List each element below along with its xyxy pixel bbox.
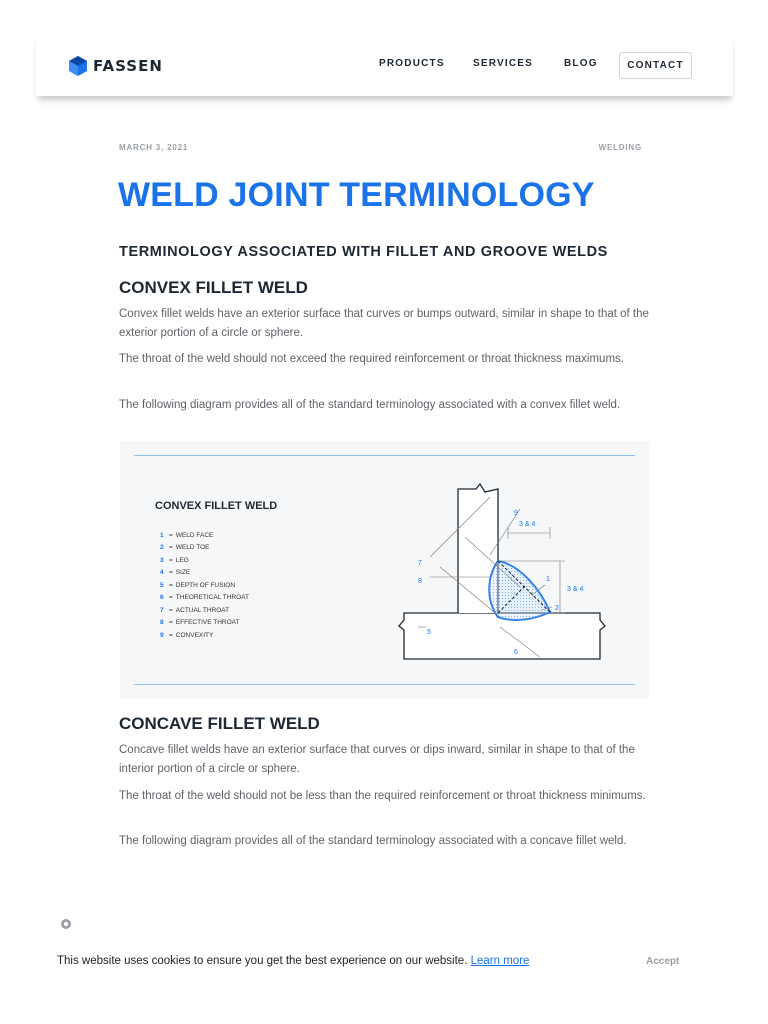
- figure-legend: 1=WELD FACE 2=WELD TOE 3=LEG 4=SIZE 5=DE…: [160, 529, 249, 642]
- logo-text: FASSEN: [93, 57, 163, 75]
- callout-3-4-side: 3 & 4: [567, 586, 583, 593]
- legend-item: 9=CONVEXITY: [160, 631, 214, 639]
- post-date: MARCH 3, 2021: [119, 143, 189, 152]
- convex-paragraph-3: The following diagram provides all of th…: [119, 399, 621, 411]
- cookie-consent-icon[interactable]: [60, 918, 72, 930]
- legend-item: 3=LEG: [160, 556, 189, 564]
- logo[interactable]: FASSEN: [68, 55, 163, 77]
- legend-item: 4=SIZE: [160, 569, 191, 577]
- legend-item: 6=THEORETICAL THROAT: [160, 594, 249, 602]
- concave-paragraph-1: Concave fillet welds have an exterior su…: [119, 744, 635, 775]
- concave-paragraph-2: The throat of the weld should not be les…: [119, 790, 646, 802]
- concave-heading: CONCAVE FILLET WELD: [119, 714, 320, 733]
- callout-8: 8: [418, 578, 422, 585]
- legend-item: 2=WELD TOE: [160, 544, 210, 552]
- convex-fillet-weld-diagram: CONVEX FILLET WELD 1=WELD FACE 2=WELD TO…: [120, 441, 649, 699]
- callout-5: 5: [427, 629, 431, 636]
- callout-6: 6: [514, 649, 518, 656]
- weld-bead: [488, 559, 552, 621]
- convex-paragraph-1: Convex fillet welds have an exterior sur…: [119, 308, 649, 339]
- convex-heading: CONVEX FILLET WELD: [119, 278, 308, 297]
- concave-paragraph-3: The following diagram provides all of th…: [119, 835, 627, 847]
- callout-7: 7: [418, 560, 422, 567]
- page-subtitle: TERMINOLOGY ASSOCIATED WITH FILLET AND G…: [119, 244, 608, 260]
- nav-products[interactable]: PRODUCTS: [379, 58, 445, 69]
- legend-item: 7=ACTUAL THROAT: [160, 606, 230, 614]
- contact-button[interactable]: CONTACT: [619, 52, 692, 79]
- post-category[interactable]: WELDING: [598, 143, 642, 152]
- learn-more-link[interactable]: Learn more: [470, 955, 530, 967]
- base-plate: [398, 612, 606, 660]
- callout-3-4-top: 3 & 4: [519, 521, 535, 528]
- legend-item: 8=EFFECTIVE THROAT: [160, 619, 240, 627]
- logo-hexagon-icon: [69, 56, 87, 76]
- figure-top-rule: [134, 455, 635, 456]
- callout-9: 9: [514, 510, 518, 517]
- figure-bottom-rule: [134, 684, 635, 685]
- page-title: WELD JOINT TERMINOLOGY: [118, 176, 595, 214]
- figure-title: CONVEX FILLET WELD: [155, 500, 278, 512]
- callout-1: 1: [546, 576, 550, 583]
- legend-item: 1=WELD FACE: [160, 531, 214, 539]
- weld-cross-section-drawing: 1 2 3 & 4 3 & 4 5 6 7 8 9: [398, 482, 606, 660]
- accept-cookies-button[interactable]: Accept: [646, 956, 680, 967]
- cookie-banner: This website uses cookies to ensure you …: [57, 955, 529, 967]
- nav-blog[interactable]: BLOG: [564, 58, 598, 69]
- cookie-message: This website uses cookies to ensure you …: [57, 955, 468, 967]
- site-header: FASSEN PRODUCTS SERVICES BLOG CONTACT: [36, 34, 733, 96]
- convex-paragraph-2: The throat of the weld should not exceed…: [119, 353, 624, 365]
- callout-2: 2: [555, 605, 559, 612]
- legend-item: 5=DEPTH OF FUSION: [160, 581, 236, 589]
- nav-services[interactable]: SERVICES: [473, 58, 533, 69]
